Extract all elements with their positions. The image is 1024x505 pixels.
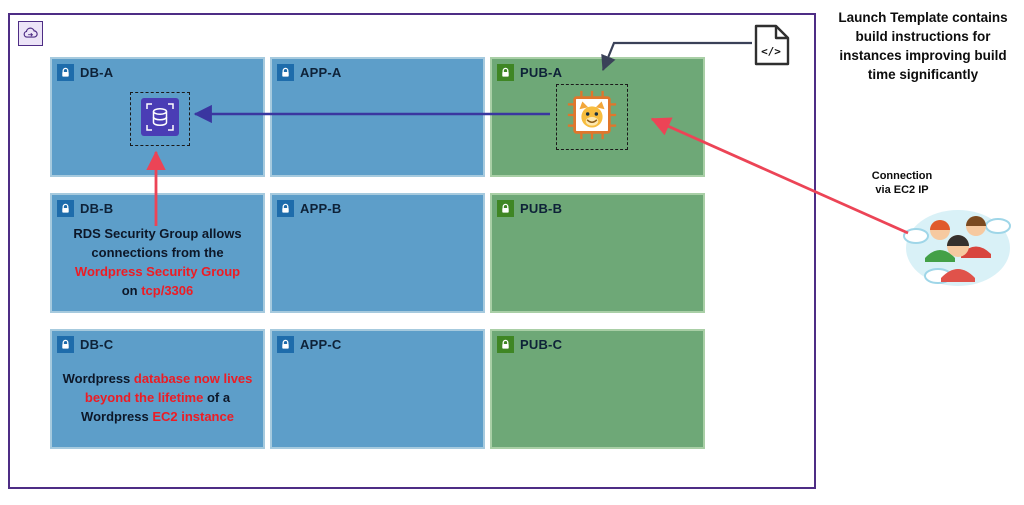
lock-icon [277,64,294,81]
lock-icon [57,200,74,217]
subnet-header: DB-C [57,336,113,353]
subnet-pub-a[interactable]: PUB-A [490,57,705,177]
lock-icon [57,336,74,353]
rds-selection-box[interactable] [130,92,190,146]
lock-icon [277,336,294,353]
code-file-icon[interactable]: </> [752,22,792,68]
wordpress-instance-selection-box[interactable] [556,84,628,150]
launch-template-note: Launch Template contains build instructi… [838,10,1008,82]
subnet-label: PUB-B [520,201,563,216]
subnet-header: APP-C [277,336,341,353]
connection-note: Connection via EC2 IP [854,170,950,197]
subnet-app-a[interactable]: APP-A [270,57,485,177]
lock-icon [497,336,514,353]
connection-note-line1: Connection [871,170,933,182]
subnet-db-c[interactable]: DB-C Wordpress database now lives beyond… [50,329,265,449]
subnet-db-a[interactable]: DB-A [50,57,265,177]
vpc-container[interactable]: DB-A [8,13,816,489]
svg-text:</>: </> [761,45,781,58]
subnet-header: PUB-A [497,64,562,81]
subnet-app-c[interactable]: APP-C [270,329,485,449]
wordpress-database-note: Wordpress database now lives beyond the … [62,371,253,424]
subnet-pub-b[interactable]: PUB-B [490,193,705,313]
subnet-label: APP-C [300,337,342,352]
subnet-header: APP-B [277,200,341,217]
subnet-pub-c[interactable]: PUB-C [490,329,705,449]
subnet-header: DB-B [57,200,113,217]
subnet-label: DB-B [80,201,114,216]
subnet-label: PUB-C [520,337,563,352]
subnet-label: APP-B [300,201,342,216]
subnet-label: APP-A [300,65,342,80]
subnet-db-b[interactable]: DB-B RDS Security Group allows connectio… [50,193,265,313]
lock-icon [497,200,514,217]
lock-icon [57,64,74,81]
users-illustration[interactable] [898,196,1016,292]
connection-note-line2: via EC2 IP [875,183,929,196]
wordpress-cat-chip-icon[interactable] [565,88,619,147]
rds-database-icon[interactable] [141,97,179,141]
lock-icon [277,200,294,217]
subnet-header: PUB-B [497,200,562,217]
rds-security-group-note: RDS Security Group allows connections fr… [73,226,242,298]
cloud-icon [18,21,43,46]
subnet-header: PUB-C [497,336,562,353]
subnet-label: DB-C [80,337,114,352]
subnet-header: APP-A [277,64,341,81]
subnet-grid: DB-A [50,57,705,449]
subnet-label: PUB-A [520,65,563,80]
lock-icon [497,64,514,81]
subnet-header: DB-A [57,64,113,81]
subnet-app-b[interactable]: APP-B [270,193,485,313]
subnet-label: DB-A [80,65,114,80]
